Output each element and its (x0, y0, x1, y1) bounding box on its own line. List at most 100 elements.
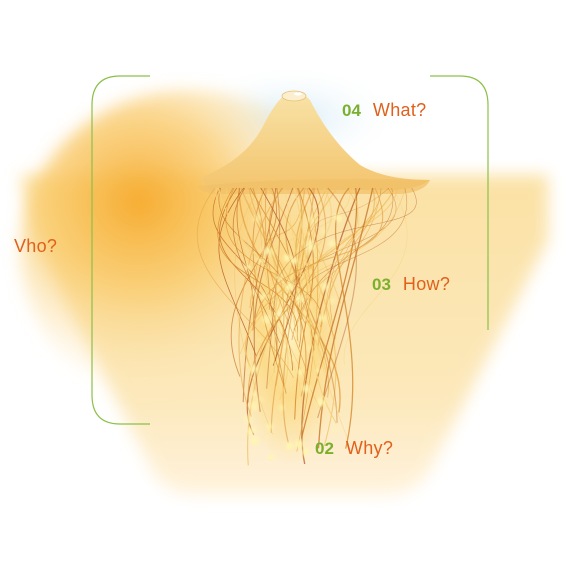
sparkle (265, 248, 272, 255)
root-strand (299, 187, 360, 308)
sparkle (252, 214, 261, 223)
stage-01-question: Vho? (14, 236, 58, 256)
sparkle (328, 239, 336, 248)
root-strand (315, 187, 377, 335)
root-strand (317, 187, 375, 348)
sparkle (255, 396, 261, 402)
sparkle (249, 401, 259, 411)
root-strand (317, 187, 357, 419)
root-strand (268, 187, 417, 310)
root-strand (301, 187, 361, 465)
sparkles (243, 214, 342, 461)
root-strand (268, 187, 337, 447)
sparkle (258, 338, 261, 342)
root-strand (239, 187, 406, 354)
root-strand (260, 187, 320, 408)
sparkle (260, 398, 265, 402)
root-strand (217, 187, 328, 374)
sparkle (266, 423, 273, 430)
sparkle (257, 257, 264, 264)
sparkle (321, 282, 329, 291)
root-strand (230, 187, 278, 377)
sparkle (284, 255, 290, 262)
root-strand (266, 187, 281, 389)
sparkle (251, 391, 257, 397)
sparkle (265, 435, 269, 440)
sparkle (260, 293, 267, 300)
stage-02-label: 02 Why? (315, 438, 393, 459)
sparkle (319, 400, 324, 406)
root-strand (196, 187, 294, 379)
root-strand (284, 187, 348, 439)
sparkle (320, 229, 327, 235)
root-strand (300, 187, 358, 439)
stage-04-number: 04 (342, 101, 361, 120)
root-strand (238, 187, 284, 417)
root-strand (236, 187, 255, 331)
root-strand (240, 187, 285, 387)
root-strand (253, 187, 294, 412)
peak-highlight (294, 92, 302, 96)
sparkle (319, 314, 327, 322)
stage-04-question: What? (372, 100, 427, 120)
sparkle (295, 294, 305, 303)
sparkle (302, 384, 310, 393)
sparkle (294, 332, 300, 337)
sparkle (245, 362, 250, 367)
sparkle (243, 414, 253, 424)
root-strand (343, 187, 408, 366)
root-strand (312, 187, 341, 304)
sparkle (249, 364, 258, 374)
root-strand (225, 187, 279, 385)
root-strand (268, 187, 307, 397)
root-strand (242, 187, 277, 403)
sparkle (275, 310, 283, 318)
sparkle (262, 314, 271, 324)
root-strand (264, 187, 309, 374)
sparkle (316, 368, 321, 373)
root-strand (293, 187, 398, 343)
peak-tip (281, 90, 307, 102)
root-strand (317, 187, 374, 449)
sparkle (307, 345, 312, 351)
root-strand (246, 187, 303, 404)
sparkle (306, 231, 310, 235)
sparkle (301, 448, 310, 456)
sparkle (306, 239, 315, 248)
sparkle (306, 215, 316, 225)
root-strand (307, 187, 389, 302)
sparkle (252, 426, 257, 432)
sparkle (315, 333, 321, 339)
root-strand (285, 187, 338, 423)
sparkle (285, 442, 294, 450)
sparkle (270, 251, 275, 256)
stage-03-number: 03 (372, 275, 391, 294)
sparkle (290, 257, 298, 265)
root-strand (254, 187, 383, 321)
left-bracket (91, 75, 150, 425)
root-strand (252, 187, 285, 387)
stage-04-label: 04 What? (342, 100, 426, 121)
root-strand (218, 187, 257, 357)
sparkle (276, 274, 284, 282)
root-strand (246, 187, 305, 466)
sparkle (250, 436, 259, 446)
right-bracket (430, 75, 489, 330)
root-strand (238, 187, 277, 374)
stage-02-question: Why? (345, 438, 394, 458)
stage-02-number: 02 (315, 439, 334, 458)
sparkle (245, 264, 250, 270)
stage-03-question: How? (402, 274, 451, 294)
sparkle (332, 427, 339, 434)
sparkle (285, 282, 295, 292)
root-strand (293, 187, 337, 424)
sparkle (278, 404, 285, 411)
iceberg-peak (200, 91, 430, 190)
root-strand (219, 187, 293, 371)
sparkle (268, 454, 274, 461)
root-strand (225, 187, 322, 328)
sparkle (297, 369, 303, 376)
root-strand (251, 187, 351, 335)
sparkle (251, 290, 257, 296)
